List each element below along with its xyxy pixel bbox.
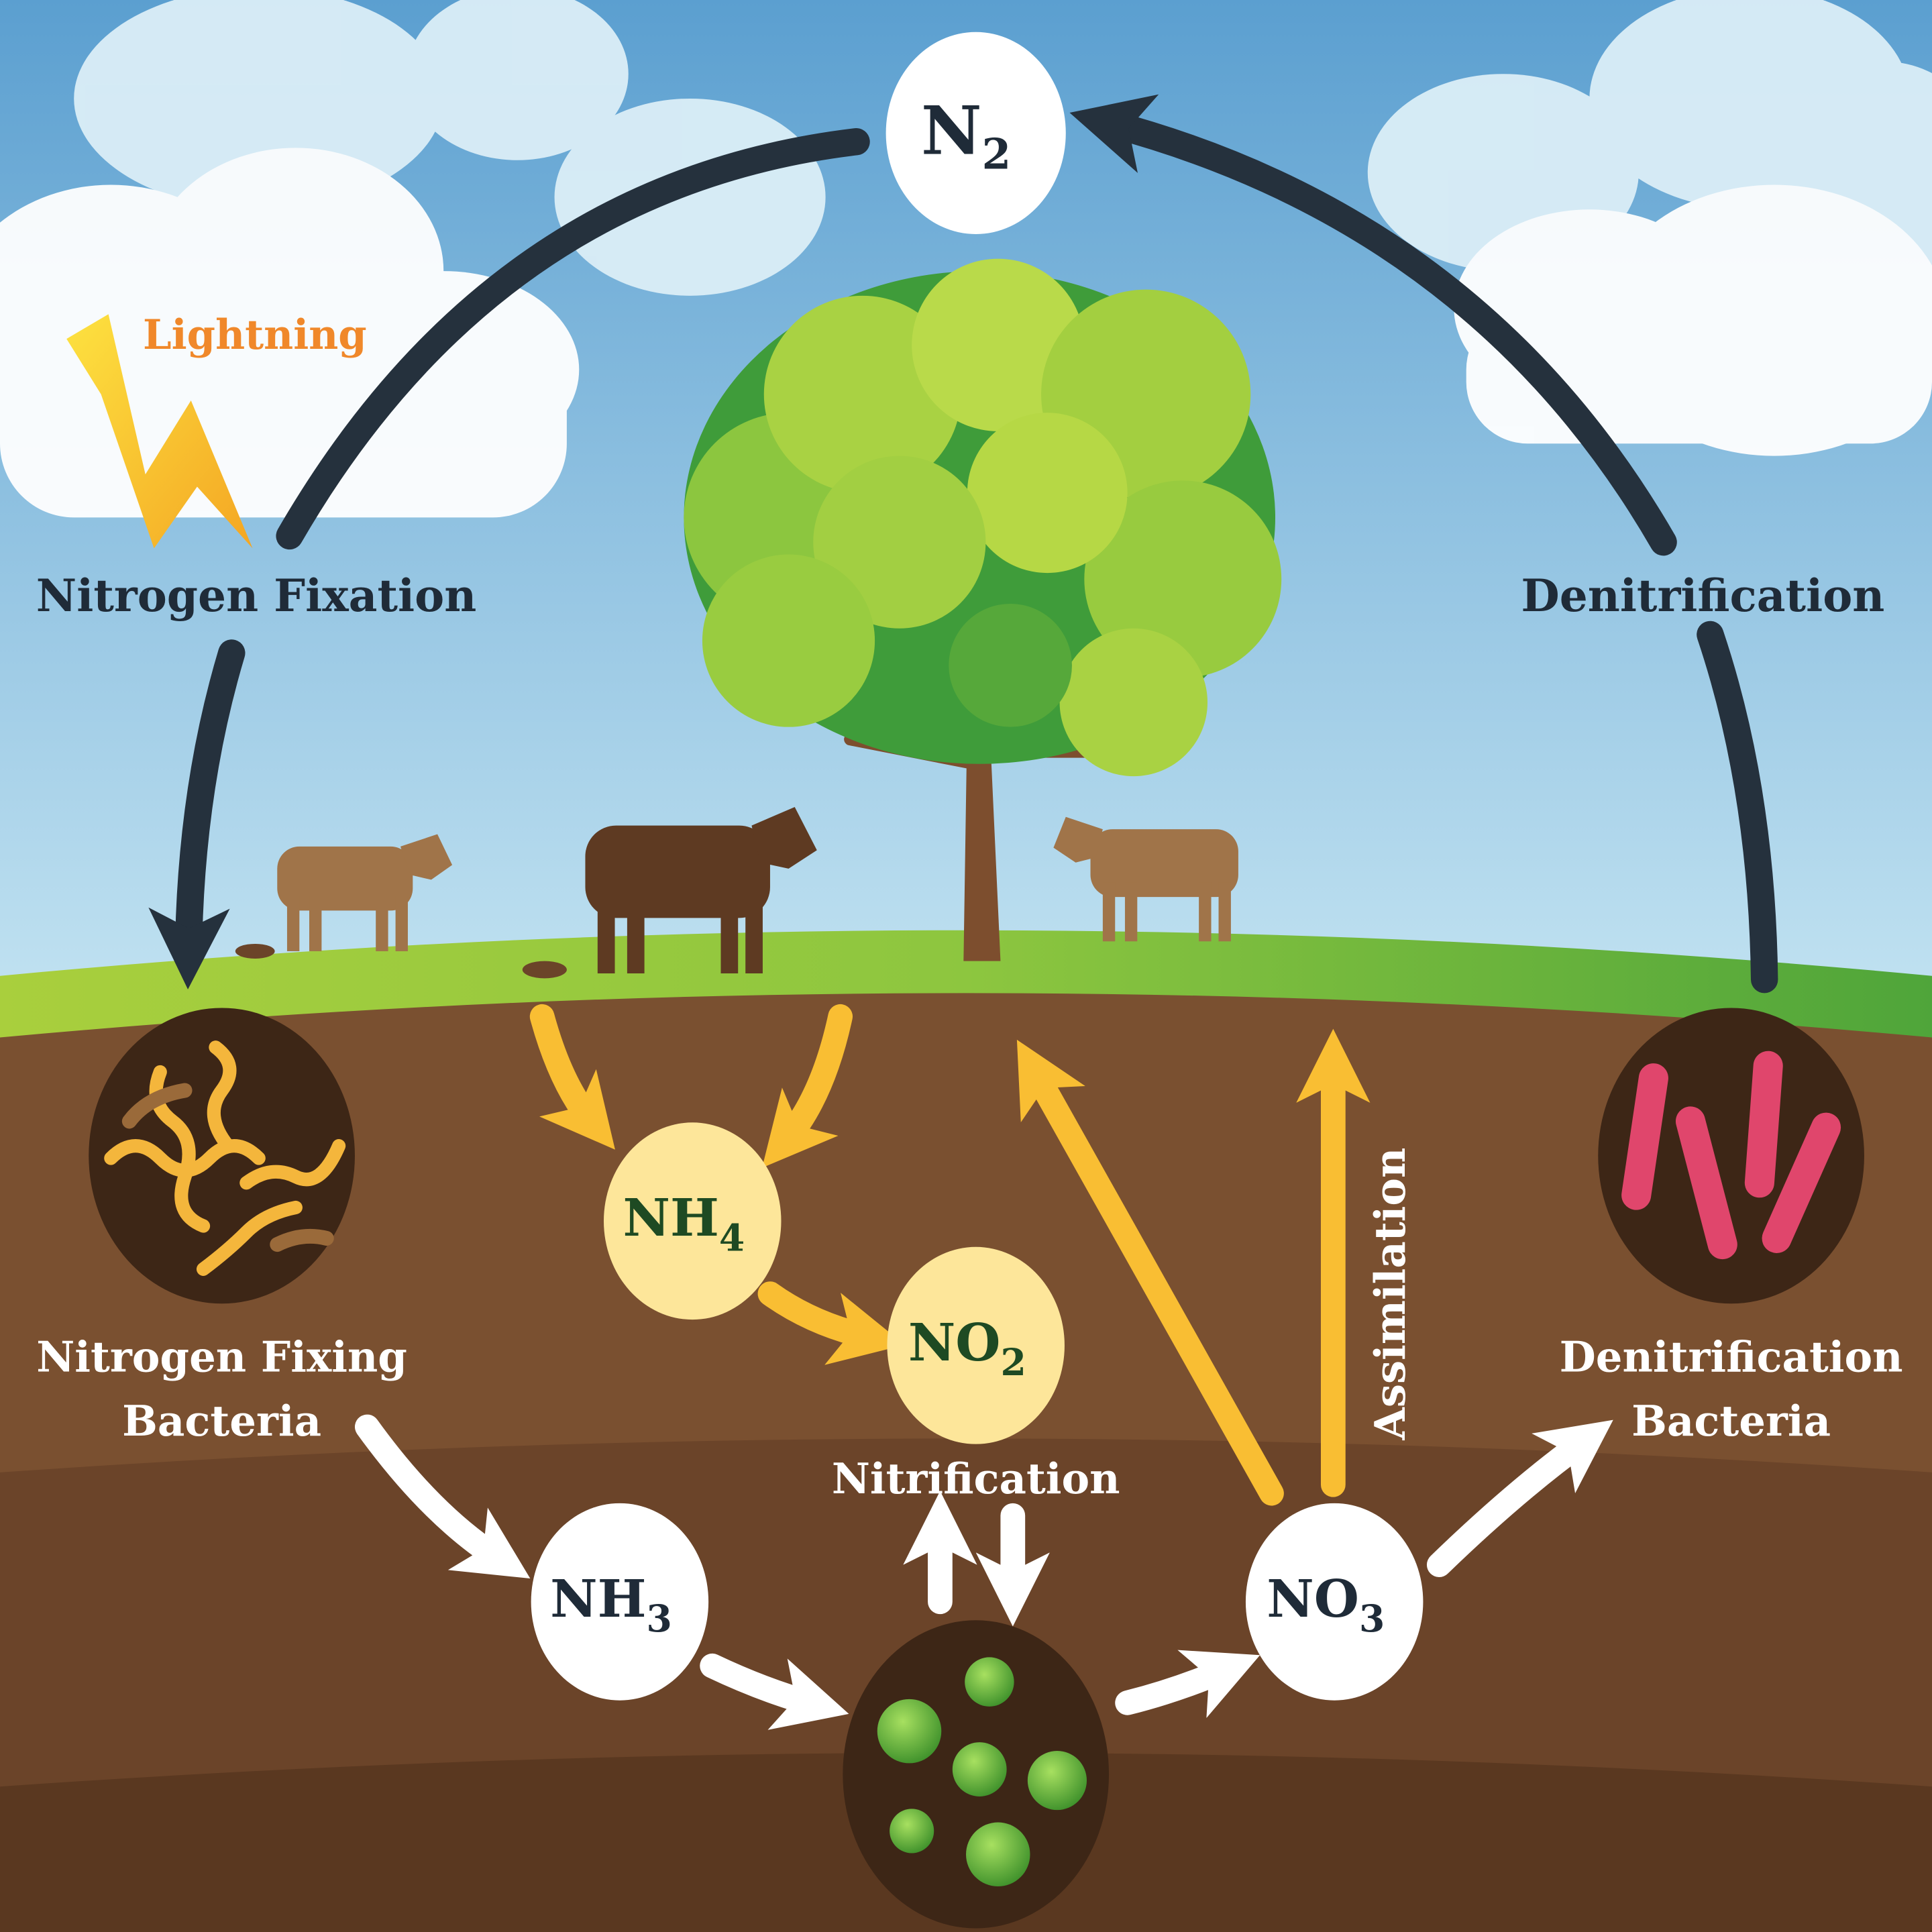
arrow-nh4-to-no2 xyxy=(757,1281,905,1365)
arrow-microbes-to-no3 xyxy=(1115,1650,1260,1719)
node-nh4-sub: 4 xyxy=(719,1216,745,1259)
arrow-fixation-to-bacteria xyxy=(148,639,246,989)
node-no2-main: NO xyxy=(908,1313,1001,1373)
node-no3-main: NO xyxy=(1267,1569,1359,1629)
node-nh3-main: NH xyxy=(550,1569,646,1629)
arrow-fixation-to-n2 xyxy=(276,128,870,550)
cow-icon xyxy=(585,807,817,974)
node-n2-sub: 2 xyxy=(982,129,1011,179)
grass-strip xyxy=(0,930,1932,1038)
assimilation-label: Assimilation xyxy=(1365,1148,1415,1441)
cow-icon xyxy=(1053,816,1238,942)
bacteria-icon xyxy=(843,1620,1110,1929)
node-nh3: NH3 xyxy=(531,1503,709,1701)
node-n2-main: N xyxy=(921,93,982,170)
nitrogen-fixing-bacteria-label-line2: Bacteria xyxy=(122,1396,321,1446)
arrow-no3-to-denitrification-bacteria xyxy=(1426,1419,1613,1578)
denitrification-bacteria-label-line1: Denitrification xyxy=(1560,1332,1903,1381)
lightning-bolt-icon xyxy=(66,314,253,549)
node-n2: N2 xyxy=(885,32,1066,234)
denitrification-bacteria-label-line2: Bacteria xyxy=(1631,1396,1831,1446)
nitrogen-fixation-label: Nitrogen Fixation xyxy=(36,570,476,622)
arrow-bacteria-to-nh3 xyxy=(354,1414,531,1579)
svg-text:NH3: NH3 xyxy=(550,1569,672,1640)
bacteria-icon xyxy=(1598,1008,1864,1304)
arrow-tree-to-nh4 xyxy=(761,1004,853,1168)
lightning-label: Lightning xyxy=(143,311,367,359)
bacteria-icon xyxy=(89,1008,355,1304)
svg-text:NH4: NH4 xyxy=(623,1188,745,1259)
denitrification-label: Denitrification xyxy=(1521,570,1884,622)
arrow-no3-to-tree xyxy=(1016,1039,1284,1506)
cloud-right xyxy=(1367,0,1932,456)
dung-pile xyxy=(522,961,567,979)
node-nh3-sub: 3 xyxy=(647,1597,672,1640)
svg-text:NO3: NO3 xyxy=(1267,1569,1385,1640)
svg-text:N2: N2 xyxy=(921,93,1011,179)
cow-icon xyxy=(277,834,453,951)
arrow-cow-to-nh4 xyxy=(529,1004,615,1150)
node-no2-sub: 2 xyxy=(1001,1340,1026,1384)
arrow-denitrification-bacteria-up xyxy=(1697,621,1778,994)
node-nh4: NH4 xyxy=(604,1122,782,1320)
node-no3: NO3 xyxy=(1245,1503,1424,1701)
arrow-nh3-to-microbes xyxy=(700,1653,849,1730)
svg-text:NO2: NO2 xyxy=(908,1313,1026,1384)
yellow-arrows xyxy=(529,1004,1371,1506)
node-nh4-main: NH xyxy=(623,1188,719,1248)
tree-icon xyxy=(684,258,1282,961)
dung-pile xyxy=(235,943,275,959)
dark-arrows xyxy=(148,94,1778,994)
node-no3-sub: 3 xyxy=(1359,1597,1385,1640)
node-no2: NO2 xyxy=(887,1246,1065,1444)
nitrogen-fixing-bacteria-label-line1: Nitrogen Fixing xyxy=(36,1332,407,1381)
white-arrows xyxy=(354,1414,1613,1730)
arrow-denitrification-to-n2 xyxy=(1069,94,1677,556)
nitrification-label: Nitrification xyxy=(832,1454,1120,1503)
